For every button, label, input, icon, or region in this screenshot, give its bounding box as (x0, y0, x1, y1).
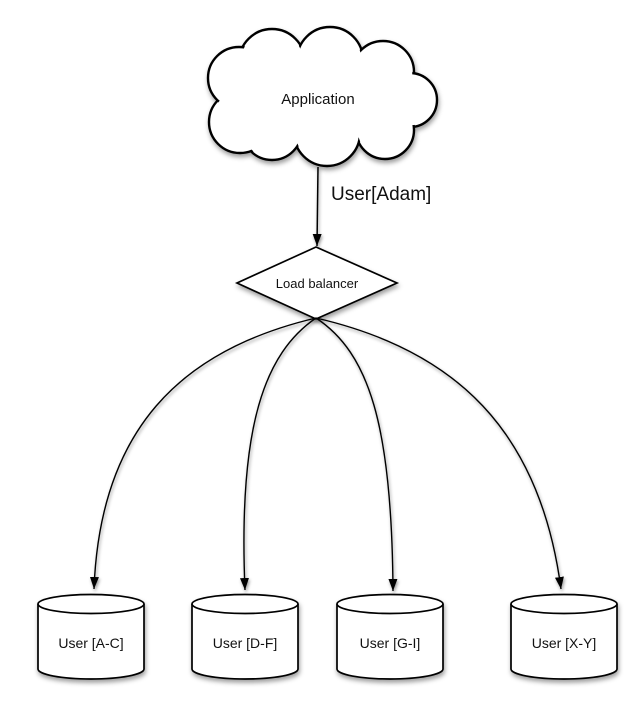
lb-to-shard-3-arrow (315, 317, 398, 592)
app-to-lb-arrow (312, 166, 322, 247)
shard-g-i-label: User [G-I] (360, 635, 421, 651)
application-cloud-node: Application (206, 25, 439, 168)
shard-a-c-label: User [A-C] (58, 635, 123, 651)
database-cylinder-icon (191, 593, 299, 680)
shard-node-x-y: User [X-Y] (510, 593, 618, 680)
edge-app-to-lb (312, 166, 322, 247)
shard-node-d-f: User [D-F] (191, 593, 299, 680)
shard-x-y-label: User [X-Y] (532, 635, 597, 651)
lb-to-shard-4-arrow (315, 317, 564, 590)
lb-to-shard-2-arrow (239, 317, 317, 591)
database-cylinder-icon (336, 593, 444, 680)
edge-lb-to-shard-2 (239, 317, 317, 591)
lb-to-shard-1-arrow (89, 317, 317, 590)
load-balancer-label: Load balancer (276, 276, 359, 291)
application-label: Application (281, 91, 354, 108)
edge-lb-to-shard-3 (315, 317, 398, 592)
cloud-icon (206, 25, 439, 168)
edge-lb-to-shard-4 (315, 317, 564, 590)
edge-lb-to-shard-1 (89, 317, 317, 590)
database-cylinder-icon (510, 593, 618, 680)
shard-d-f-label: User [D-F] (213, 635, 278, 651)
load-balancer-node: Load balancer (234, 246, 400, 320)
shard-node-g-i: User [G-I] (336, 593, 444, 680)
shard-node-a-c: User [A-C] (37, 593, 145, 680)
edge-app-to-lb-label: User[Adam] (331, 184, 431, 205)
database-cylinder-icon (37, 593, 145, 680)
diamond-icon (234, 246, 400, 320)
